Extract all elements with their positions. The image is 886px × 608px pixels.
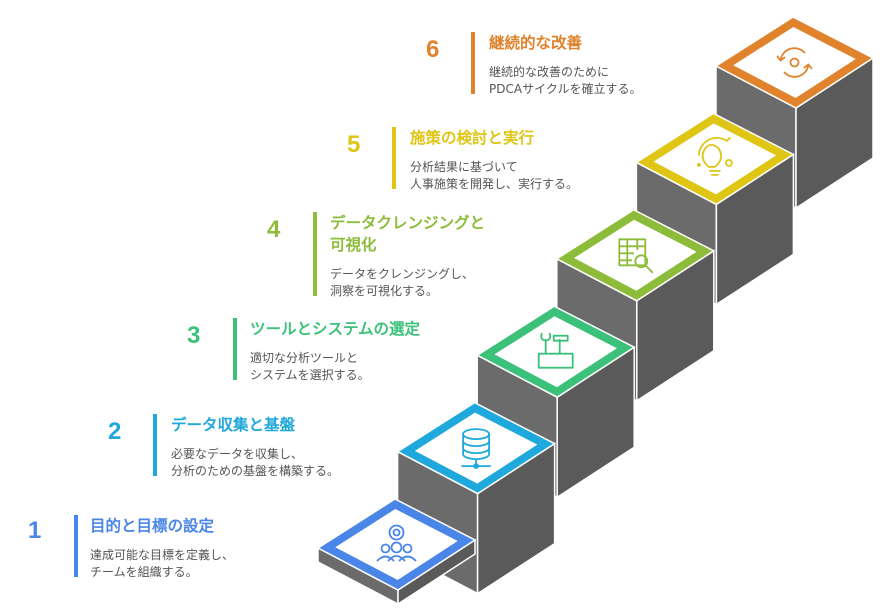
step-number: 3 [187,322,201,349]
step-title: 施策の検討と実行 [410,129,535,147]
step-number: 1 [28,517,42,544]
step-description: 分析結果に基づいて 人事施策を開発し、実行する。 [410,160,579,191]
step-top-surface [414,412,538,484]
step-divider [471,32,475,94]
step-description: 継続的な改善のために PDCAサイクルを確立する。 [489,65,642,96]
step-top-surface [335,509,458,580]
step-number: 5 [347,131,361,158]
step-description: データをクレンジングし、 洞察を可視化する。 [330,267,475,298]
stair-step-1 [316,498,477,606]
step-text: 継続的な改善 継続的な改善のために PDCAサイクルを確立する。 [489,32,789,98]
step-description: 達成可能な目標を定義し、 チームを組織する。 [90,548,235,579]
step-top-surface [733,27,856,98]
step-divider [233,318,237,380]
step-number: 2 [108,418,122,445]
step-title: ツールとシステムの選定 [250,320,421,338]
step-title: 継続的な改善 [489,34,583,52]
step-divider [74,515,78,577]
step-number: 4 [267,216,281,243]
toolbox-icon [537,332,574,369]
step-divider [313,212,317,296]
step-title: データ収集と基盤 [171,416,296,434]
step-text: ツールとシステムの選定 適切な分析ツールと システムを選択する。 [250,318,550,384]
team-goal-icon [376,524,417,562]
step-description: 適切な分析ツールと システムを選択する。 [250,351,370,382]
step-text: データクレンジングと 可視化 データをクレンジングし、 洞察を可視化する。 [330,212,630,300]
step-top-surface [574,219,697,291]
step-text: データ収集と基盤 必要なデータを収集し、 分析のための基盤を構築する。 [171,414,471,480]
lightbulb-icon [697,136,733,176]
database-icon [461,428,492,470]
step-top-surface [494,316,617,388]
step-top-surface [653,123,777,195]
step-text: 目的と目標の設定 達成可能な目標を定義し、 チームを組織する。 [90,515,390,581]
step-title: データクレンジングと 可視化 [330,214,486,254]
step-divider [392,127,396,189]
step-description: 必要なデータを収集し、 分析のための基盤を構築する。 [171,447,340,478]
step-divider [153,414,157,476]
step-number: 6 [426,36,440,63]
table-search-icon [618,238,654,274]
step-text: 施策の検討と実行 分析結果に基づいて 人事施策を開発し、実行する。 [410,127,710,193]
step-title: 目的と目標の設定 [90,517,215,535]
cycle-icon [776,47,813,78]
